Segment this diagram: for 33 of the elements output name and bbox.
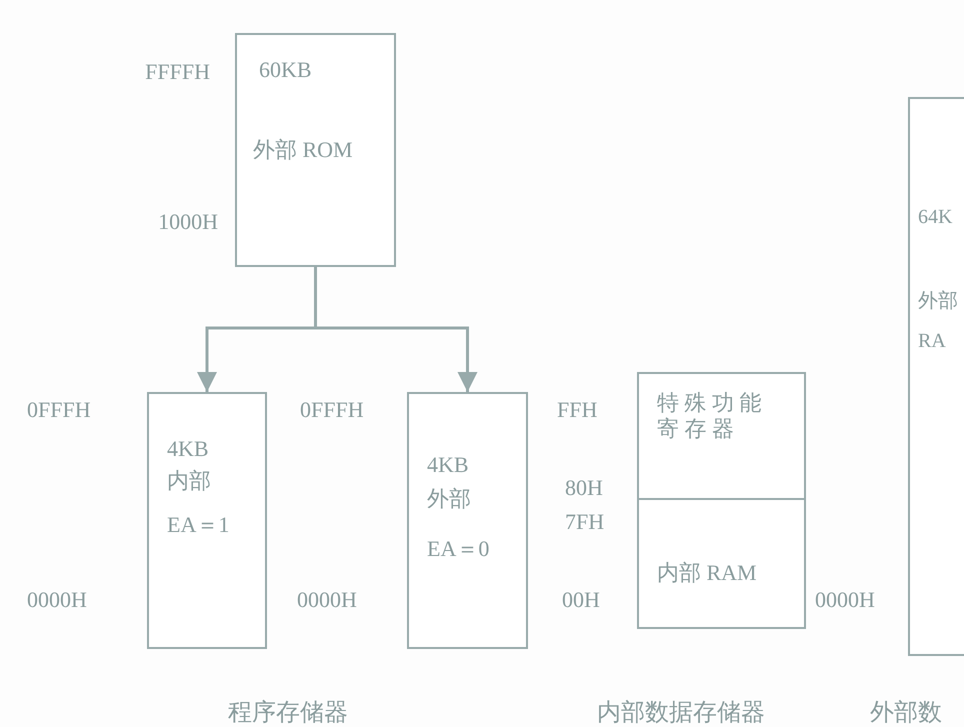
section-caption: 外部数 [870, 701, 942, 725]
block-label: 外部 [918, 289, 958, 313]
memory-block [147, 392, 267, 649]
address-label: 0000H [27, 589, 87, 611]
address-label: 0000H [297, 589, 357, 611]
address-label: 0FFFH [27, 399, 91, 421]
block-label: 64K [918, 205, 952, 229]
address-label: 0FFFH [300, 399, 364, 421]
block-label: RA [918, 329, 946, 353]
block-label: EA＝0 [427, 536, 490, 562]
memory-block [637, 498, 806, 629]
block-label: EA＝1 [167, 512, 230, 538]
block-label: 外部 [427, 486, 471, 512]
address-label: 00H [562, 589, 600, 611]
address-label: 80H [565, 477, 603, 499]
memory-block [637, 372, 806, 500]
address-label: 0000H [815, 589, 875, 611]
memory-block [235, 33, 396, 267]
memory-block [407, 392, 528, 649]
section-caption: 内部数据存储器 [597, 701, 765, 725]
address-label: FFFFH [145, 61, 210, 83]
block-label: 4KB [427, 452, 469, 478]
address-label: 1000H [158, 211, 218, 233]
block-label: 内部 RAM [657, 560, 757, 586]
block-label: 内部 [167, 468, 211, 494]
block-label: 60KB [259, 57, 312, 84]
block-label: 4KB [167, 436, 209, 462]
block-label: 外部 ROM [253, 137, 353, 164]
address-label: 7FH [565, 511, 604, 533]
arrow [314, 267, 478, 392]
block-label: 特殊功能寄存器 [657, 390, 768, 443]
address-label: FFH [557, 399, 598, 421]
section-caption: 程序存储器 [228, 701, 348, 725]
